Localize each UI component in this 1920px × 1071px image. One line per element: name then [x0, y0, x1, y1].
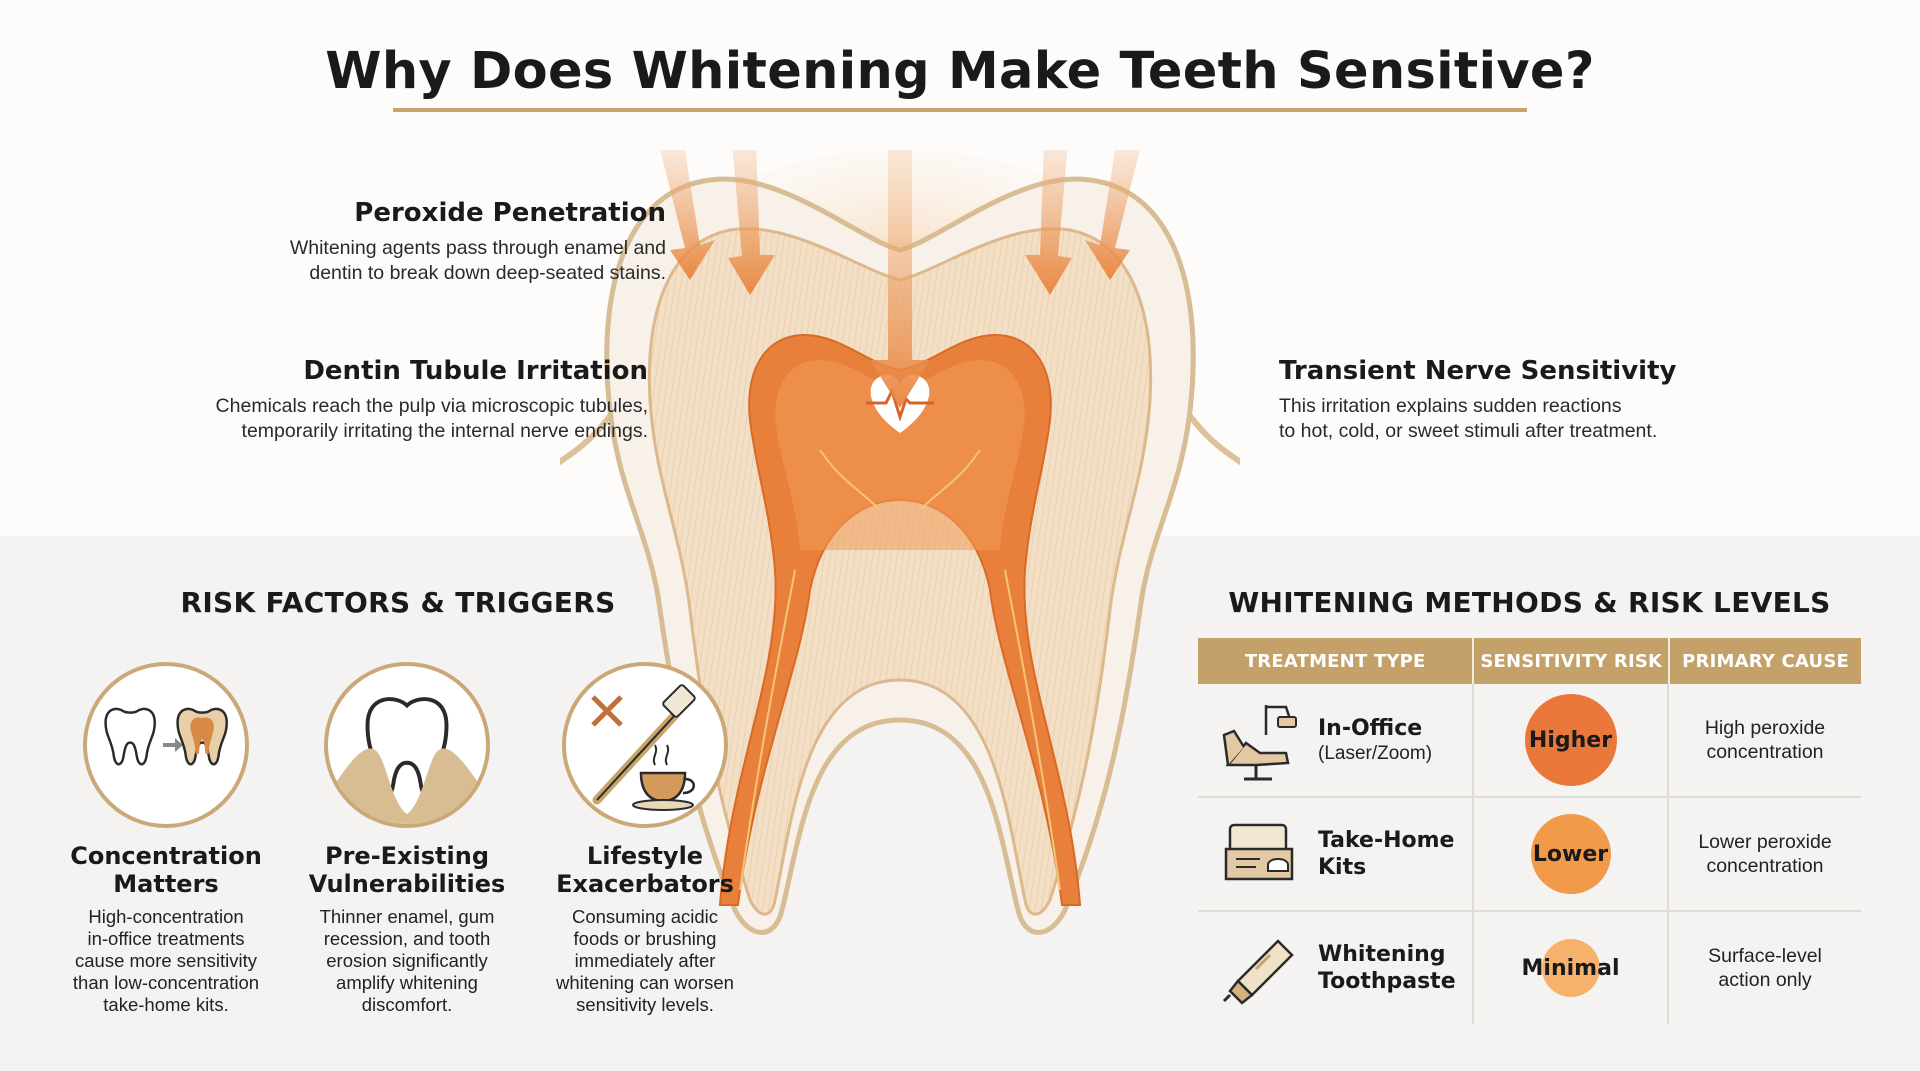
risk-card-title: Matters: [113, 870, 219, 898]
callout-heading: Transient Nerve Sensitivity: [1279, 356, 1677, 386]
risk-card-text: recession, and tooth: [323, 928, 491, 949]
risk-card-text: immediately after: [574, 950, 716, 971]
risk-card-text: amplify whitening: [336, 972, 478, 993]
arrow-icon: [728, 150, 775, 295]
toothpaste-tube-icon: [1222, 939, 1294, 1005]
callout-dentin-tubule-irritation: Dentin Tubule Irritation Chemicals reach…: [88, 356, 648, 444]
cause-text: Lower peroxide: [1698, 831, 1832, 853]
callout-peroxide-penetration: Peroxide Penetration Whitening agents pa…: [146, 198, 666, 286]
table-row: Whitening Toothpaste Minimal Surface-lev…: [1198, 912, 1861, 1024]
cause-text: concentration: [1706, 855, 1824, 877]
callout-text-line: to hot, cold, or sweet stimuli after tre…: [1279, 420, 1658, 442]
cause-text: action only: [1718, 969, 1812, 991]
dental-chair-icon: [1222, 705, 1297, 781]
page-title: Why Does Whitening Make Teeth Sensitive?: [325, 42, 1595, 101]
risk-card-text: in-office treatments: [87, 928, 245, 949]
callout-text-line: temporarily irritating the internal nerv…: [241, 420, 648, 442]
tooth-cross-section-diagram: [560, 150, 1240, 935]
risk-icon-circle: [83, 662, 249, 828]
cause-text: concentration: [1706, 741, 1824, 763]
risk-badge-lower: Lower: [1530, 814, 1611, 894]
column-header: TREATMENT TYPE: [1198, 638, 1475, 684]
callout-text-line: dentin to break down deep-seated stains.: [309, 262, 666, 284]
risk-card-title: Exacerbators: [556, 870, 734, 898]
toothbrush-coffee-icon: [591, 684, 696, 811]
method-name: In-Office: [1318, 715, 1423, 741]
title-underline: [393, 108, 1527, 112]
column-header: SENSITIVITY RISK: [1474, 638, 1671, 684]
column-header: PRIMARY CAUSE: [1682, 650, 1849, 672]
risk-card-text: foods or brushing: [573, 928, 717, 949]
arrow-icon: [1025, 150, 1072, 295]
arrow-icon: [660, 150, 715, 280]
cause-text: High peroxide: [1704, 717, 1826, 739]
gum-line-right: [1177, 398, 1240, 466]
method-name: Whitening: [1318, 942, 1446, 967]
risk-badge-minimal: Minimal: [1522, 939, 1619, 997]
peroxide-arrows-group: [660, 150, 1140, 408]
take-home-kit-icon: [1224, 823, 1294, 881]
risk-card-text: take-home kits.: [103, 994, 229, 1015]
risk-card-text: than low-concentration: [72, 972, 260, 993]
method-name: Toothpaste: [1318, 969, 1456, 994]
callout-text-line: Whitening agents pass through enamel and: [289, 237, 666, 259]
risk-icon-circle: [562, 662, 728, 828]
callout-transient-nerve-sensitivity: Transient Nerve Sensitivity This irritat…: [1279, 356, 1839, 444]
receding-gum-tooth-icon: [328, 697, 486, 824]
arrow-icon: [1085, 150, 1140, 280]
callout-heading: Peroxide Penetration: [354, 198, 666, 228]
tooth-comparison-icon: [104, 707, 228, 766]
risk-card-title: Concentration: [70, 842, 262, 870]
table-header-row: TREATMENT TYPE SENSITIVITY RISK PRIMARY …: [1198, 638, 1861, 684]
callout-text-line: Chemicals reach the pulp via microscopic…: [215, 395, 648, 417]
methods-title: WHITENING METHODS & RISK LEVELS: [1228, 586, 1831, 619]
cause-text: Surface-level: [1708, 945, 1822, 967]
risk-card-title: Lifestyle: [586, 842, 704, 870]
risk-card-title: Vulnerabilities: [308, 870, 506, 898]
method-name: Kits: [1318, 855, 1367, 880]
risk-card-text: whitening can worsen: [556, 972, 734, 993]
gum-line-left: [560, 398, 623, 466]
risk-factors-title: RISK FACTORS & TRIGGERS: [180, 586, 616, 619]
risk-card-text: sensitivity levels.: [576, 994, 714, 1015]
arrow-icon: [870, 150, 930, 408]
risk-icon-circle: [324, 662, 490, 828]
table-row: In-Office (Laser/Zoom) Higher High perox…: [1198, 684, 1861, 798]
methods-table: TREATMENT TYPE SENSITIVITY RISK PRIMARY …: [1198, 638, 1861, 1024]
risk-card-title: Pre-Existing: [324, 842, 489, 870]
risk-card-text: High-concentration: [88, 906, 244, 927]
method-name: Take-Home: [1318, 828, 1455, 853]
risk-card-text: cause more sensitivity: [75, 950, 257, 971]
risk-card-text: Consuming acidic: [571, 906, 718, 927]
risk-card-text: erosion significantly: [326, 950, 488, 971]
callout-text-line: This irritation explains sudden reaction…: [1279, 395, 1622, 417]
risk-card-text: discomfort.: [361, 994, 453, 1015]
method-subtitle: (Laser/Zoom): [1318, 742, 1433, 764]
risk-badge-higher: Higher: [1524, 694, 1617, 786]
callout-heading: Dentin Tubule Irritation: [303, 356, 648, 386]
risk-card-text: Thinner enamel, gum: [319, 906, 495, 927]
